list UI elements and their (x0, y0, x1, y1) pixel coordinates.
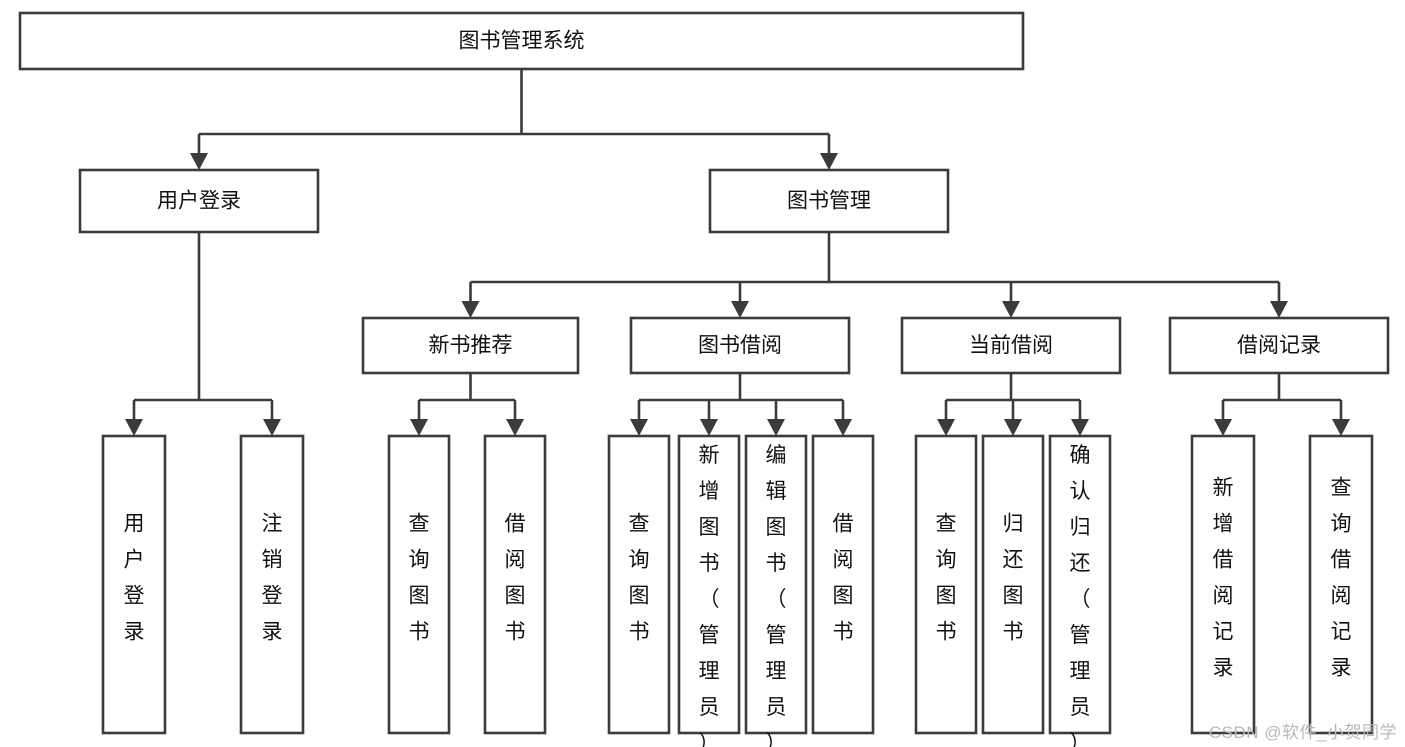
node-box[interactable] (629, 316, 851, 375)
arrow-head-icon (820, 153, 838, 170)
node-current-borrow[interactable]: 当前借阅 (900, 316, 1122, 375)
node-box[interactable] (387, 434, 451, 735)
node-label: 归还图书 (1003, 513, 1024, 644)
nodes-layer: 图书管理系统用户登录用户登录注销登录图书管理新书推荐查询图书借阅图书图书借阅查询… (18, 11, 1390, 747)
arrow-head-icon (1071, 419, 1089, 436)
node-box[interactable] (1190, 434, 1256, 735)
arrow-head-icon (263, 419, 281, 436)
node-cb-confirm-return[interactable]: 确认归还（管理员） (1048, 434, 1112, 747)
arrow-head-icon (1332, 419, 1350, 436)
arrow-head-icon (1002, 301, 1020, 318)
node-book-borrow[interactable]: 图书借阅 (629, 316, 851, 375)
node-bb-query-book[interactable]: 查询图书 (607, 434, 671, 735)
node-label: 确认归还（管理员） (1070, 444, 1091, 747)
node-borrow-records[interactable]: 借阅记录 (1168, 316, 1390, 375)
node-nbr-borrow-book[interactable]: 借阅图书 (483, 434, 547, 735)
node-cb-return-book[interactable]: 归还图书 (981, 434, 1045, 735)
arrow-head-icon (937, 419, 955, 436)
node-box[interactable] (483, 434, 547, 735)
node-root[interactable]: 图书管理系统 (18, 11, 1025, 71)
node-box[interactable] (239, 434, 305, 735)
node-box[interactable] (101, 434, 167, 735)
node-box[interactable] (900, 316, 1122, 375)
node-user-login-leaf[interactable]: 用户登录 (101, 434, 167, 735)
node-label: 查询图书 (936, 513, 957, 644)
arrow-head-icon (410, 419, 428, 436)
node-box[interactable] (811, 434, 875, 735)
node-logout-leaf[interactable]: 注销登录 (239, 434, 305, 735)
watermark-text: CSDN @软件_小贺同学 (1208, 723, 1397, 742)
node-label: 当前借阅 (969, 334, 1053, 357)
node-box[interactable] (607, 434, 671, 735)
node-label: 用户登录 (124, 513, 145, 644)
node-box[interactable] (914, 434, 978, 735)
node-box[interactable] (1308, 434, 1374, 735)
arrow-head-icon (700, 419, 718, 436)
arrow-head-icon (731, 301, 749, 318)
node-bb-edit-book[interactable]: 编辑图书（管理员） (744, 434, 808, 747)
arrow-head-icon (506, 419, 524, 436)
node-br-query-record[interactable]: 查询借阅记录 (1308, 434, 1374, 735)
node-label: 图书管理系统 (459, 30, 585, 53)
node-label: 图书借阅 (698, 334, 782, 357)
node-label: 新增借阅记录 (1213, 477, 1234, 680)
node-label: 新书推荐 (429, 334, 513, 357)
arrow-head-icon (834, 419, 852, 436)
arrow-head-icon (1004, 419, 1022, 436)
node-nbr-query-book[interactable]: 查询图书 (387, 434, 451, 735)
arrow-head-icon (767, 419, 785, 436)
node-label: 注销登录 (262, 513, 283, 644)
node-new-book-recommend[interactable]: 新书推荐 (361, 316, 580, 375)
node-box[interactable] (18, 11, 1025, 71)
node-user-login[interactable]: 用户登录 (78, 168, 320, 234)
arrow-head-icon (461, 301, 480, 318)
node-bb-borrow-book[interactable]: 借阅图书 (811, 434, 875, 735)
node-label: 图书管理 (787, 190, 871, 213)
node-label: 查询图书 (629, 513, 650, 644)
arrow-head-icon (1214, 419, 1232, 436)
arrow-head-icon (190, 153, 208, 170)
node-bb-add-book[interactable]: 新增图书（管理员） (677, 434, 741, 747)
node-box[interactable] (1048, 434, 1112, 735)
node-box[interactable] (677, 434, 741, 735)
node-label: 借阅图书 (505, 513, 526, 644)
node-box[interactable] (1168, 316, 1390, 375)
node-label: 用户登录 (157, 190, 241, 213)
node-label: 查询借阅记录 (1331, 477, 1352, 680)
node-box[interactable] (78, 168, 320, 234)
node-label: 借阅记录 (1237, 334, 1321, 357)
node-label: 新增图书（管理员） (699, 444, 720, 747)
node-label: 查询图书 (409, 513, 430, 644)
node-br-add-record[interactable]: 新增借阅记录 (1190, 434, 1256, 735)
node-box[interactable] (361, 316, 580, 375)
node-label: 编辑图书（管理员） (766, 444, 787, 747)
node-box[interactable] (981, 434, 1045, 735)
arrow-head-icon (125, 419, 143, 436)
arrow-head-icon (630, 419, 648, 436)
node-cb-query-book[interactable]: 查询图书 (914, 434, 978, 735)
arrow-head-icon (1270, 301, 1288, 318)
node-book-management[interactable]: 图书管理 (708, 168, 950, 234)
node-box[interactable] (708, 168, 950, 234)
connectors-layer (125, 69, 1350, 436)
node-box[interactable] (744, 434, 808, 735)
node-label: 借阅图书 (833, 513, 854, 644)
